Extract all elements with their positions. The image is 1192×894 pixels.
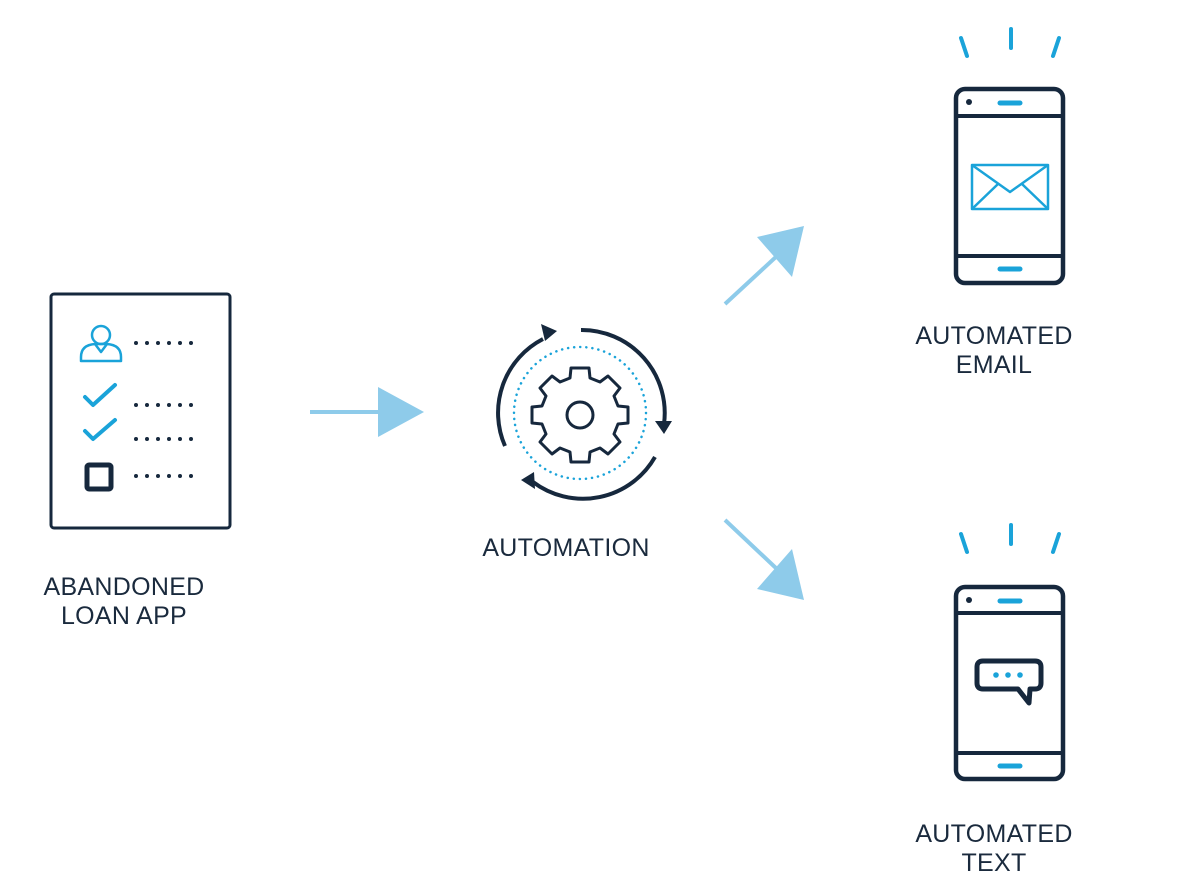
ring-mark-left [959, 36, 969, 58]
automation-label: AUTOMATION [466, 534, 666, 563]
gear-icon [530, 366, 630, 464]
ring-mark-right [1051, 36, 1061, 58]
checkmark-icon-2 [83, 418, 117, 441]
dotted-line-2 [134, 403, 193, 407]
email-label-line1: AUTOMATED [915, 322, 1073, 350]
email-label-line2: EMAIL [955, 351, 1033, 379]
arrow-to-text [723, 518, 804, 600]
email-label: AUTOMATED EMAIL [894, 322, 1094, 380]
gear-hub [565, 400, 595, 430]
phone-camera [966, 597, 972, 603]
phone-email-icon [953, 27, 1066, 286]
phone-body [953, 584, 1066, 782]
loan-app-label: ABANDONED LOAN APP [20, 573, 228, 631]
arrow-to-email [723, 226, 804, 306]
ring-mark-left [959, 532, 969, 554]
loan-form-icon [49, 292, 232, 530]
envelope-icon [970, 163, 1050, 211]
cycle-arrowhead-right [655, 421, 672, 434]
dotted-line-3 [134, 437, 193, 441]
chat-bubble-icon [974, 658, 1044, 706]
cycle-arc-bottom [531, 456, 657, 501]
person-icon [79, 324, 123, 363]
phone-camera [966, 99, 972, 105]
empty-checkbox-icon [84, 462, 114, 492]
dotted-line-1 [134, 341, 193, 345]
loan-app-label-line2: LOAN APP [60, 602, 188, 630]
cycle-arc-top-right [580, 327, 667, 425]
cycle-arrowhead-top [541, 324, 557, 341]
phone-chat-icon [953, 523, 1066, 782]
arrow-to-automation [310, 387, 424, 437]
loan-app-label-line1: ABANDONED [43, 573, 205, 601]
text-label: AUTOMATED TEXT [894, 820, 1094, 878]
text-label-line1: AUTOMATED [915, 820, 1073, 848]
text-label-line2: TEXT [961, 849, 1027, 877]
automation-label-line1: AUTOMATION [482, 534, 650, 562]
dotted-ring [512, 345, 648, 481]
dotted-line-4 [134, 474, 193, 478]
automation-cycle-icon [496, 324, 672, 501]
phone-body [953, 86, 1066, 286]
ring-mark-right [1051, 532, 1061, 554]
checkmark-icon-1 [83, 383, 117, 407]
cycle-arrowhead-bottom [521, 472, 535, 489]
cycle-arc-left [496, 337, 544, 447]
form-frame [49, 292, 232, 530]
